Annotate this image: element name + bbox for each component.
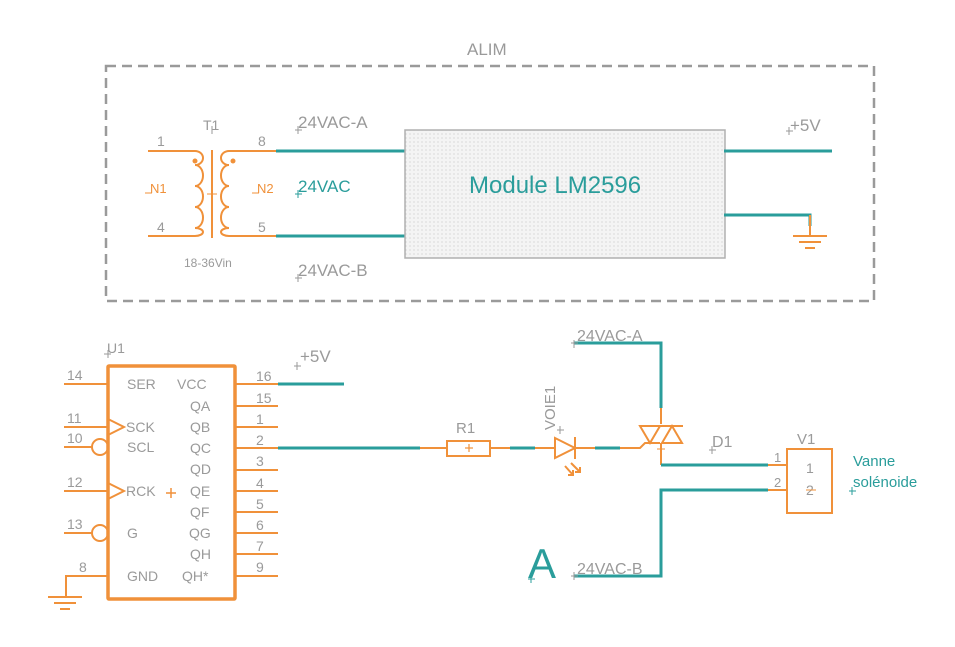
pin-qa-label: QA (190, 398, 211, 414)
pin-qd-label: QD (190, 461, 211, 477)
pin-6-number: 6 (256, 517, 264, 533)
alim-frame (104, 64, 876, 303)
pin-9-number: 9 (256, 559, 264, 575)
winding-n2-label: N2 (257, 181, 274, 196)
valve-name: V1 (797, 431, 815, 448)
pin-2-number: 2 (256, 432, 264, 448)
clock-icon (107, 418, 127, 436)
led-name: VOIE1 (542, 386, 559, 430)
pin-5-label: 5 (258, 219, 266, 235)
pin-ser-label: SER (127, 376, 156, 392)
resistor-name: R1 (456, 420, 475, 437)
led-triangle (554, 436, 578, 460)
pin-7-number: 7 (256, 538, 264, 554)
net-label-24vac-b-2: 24VAC-B (577, 561, 643, 578)
pin-qh-label: QH (190, 546, 211, 562)
pin-vcc-label: VCC (177, 376, 207, 392)
light-emission-icon (564, 462, 581, 476)
valve-body (786, 448, 833, 514)
valve-pin-2-number: 2 (774, 475, 781, 490)
pin-8-line (65, 575, 108, 597)
pin-rck-label: RCK (126, 483, 156, 499)
wire-24vac-a-triac (574, 341, 663, 408)
pin-8-number: 8 (79, 559, 87, 575)
ic-name: U1 (107, 340, 125, 356)
sheet-marker: A (528, 540, 556, 587)
pin-15-number: 15 (256, 390, 272, 406)
net-label-24vac-a-2: 24VAC-A (577, 328, 643, 345)
pin-12-number: 12 (67, 474, 83, 490)
triac-name: D1 (712, 434, 733, 451)
net-label-5v: +5V (790, 116, 821, 135)
resistor-r1[interactable]: R1 (446, 420, 491, 457)
valve-description-line1: Vanne (853, 453, 895, 470)
winding-n1-label: N1 (150, 181, 167, 196)
ground-icon (793, 215, 827, 249)
net-label-24vac: 24VAC (298, 177, 351, 196)
pin-14-number: 14 (67, 367, 83, 383)
module-label: Module LM2596 (469, 172, 641, 199)
secondary-coil (220, 150, 230, 237)
primary-dot-icon (192, 158, 198, 164)
wire-24vac-b-valve (574, 488, 768, 578)
ground-icon (48, 596, 82, 610)
pin-gnd-label: GND (127, 568, 158, 584)
triac-d1[interactable]: D1 (574, 341, 733, 465)
pin-g-label: G (127, 525, 138, 541)
right-pins: 16 VCC 15 QA 1 QB 2 QC 3 QD 4 QE 5 QF 6 … (177, 368, 278, 584)
transformer-value: 18-36Vin (184, 256, 232, 270)
net-label-5v-ic: +5V (300, 347, 331, 366)
pin-1-number: 1 (256, 411, 264, 427)
pin-13-number: 13 (67, 516, 83, 532)
pin-qb-label: QB (190, 419, 210, 435)
pin-10-number: 10 (67, 430, 83, 446)
secondary-dot-icon (230, 158, 236, 164)
pin-qf-label: QF (190, 504, 209, 520)
ic-body (106, 364, 237, 601)
valve-v1[interactable]: V1 1 2 1 2 Vanne solénoide (774, 431, 917, 514)
pin-8-label: 8 (258, 133, 266, 149)
pin-4-label: 4 (157, 219, 165, 235)
pin-3-number: 3 (256, 453, 264, 469)
module-lm2596[interactable] (404, 129, 726, 259)
inversion-bubble-icon (91, 438, 109, 456)
net-label-24vac-a: 24VAC-A (298, 113, 368, 132)
pin-qc-label: QC (190, 440, 211, 456)
pin-scl-label: SCL (127, 439, 154, 455)
clock-icon (107, 482, 127, 500)
led-voie1[interactable]: VOIE1 (542, 386, 595, 476)
pin-16-number: 16 (256, 368, 272, 384)
pin-qe-label: QE (190, 483, 210, 499)
inversion-bubble-icon (91, 524, 109, 542)
pin-qh-star-label: QH* (182, 568, 209, 584)
ic-u1[interactable]: U1 14 SER 11 SCK 10 SCL 12 RCK 13 G 8 GN… (48, 340, 278, 610)
alim-frame-label: ALIM (467, 40, 507, 59)
valve-pin-1-inner: 1 (806, 460, 814, 476)
transformer-name: T1 (203, 117, 220, 133)
pin-qg-label: QG (189, 525, 211, 541)
transformer-t1[interactable]: T1 1 4 8 5 N1 N2 18-36Vin (145, 117, 276, 270)
valve-description-line2: solénoide (853, 474, 917, 491)
primary-coil (194, 150, 204, 237)
valve-pin-1-number: 1 (774, 450, 781, 465)
pin-5-number: 5 (256, 496, 264, 512)
net-label-24vac-b: 24VAC-B (298, 261, 368, 280)
pin-1-label: 1 (157, 133, 165, 149)
pin-sck-label: SCK (126, 419, 155, 435)
pin-11-number: 11 (67, 410, 82, 426)
wire-gnd (724, 213, 812, 226)
pin-4-number: 4 (256, 475, 264, 491)
